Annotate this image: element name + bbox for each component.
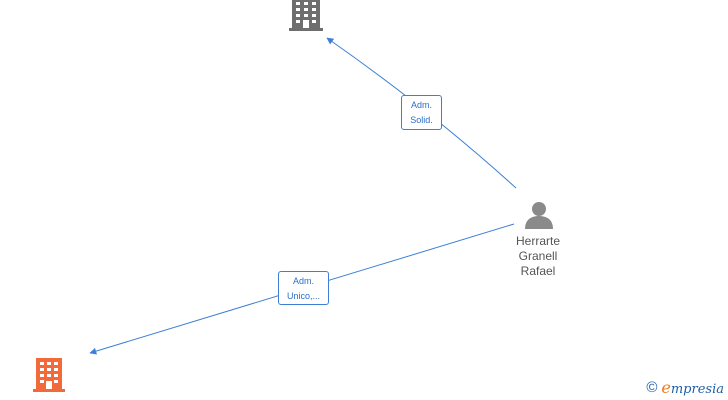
person-name[interactable]: Herrarte Granell Rafael: [500, 234, 576, 279]
building-icon: [33, 358, 65, 392]
edge-label-line: Solid.: [410, 115, 433, 125]
edge-label-adm-solid[interactable]: Adm. Solid.: [401, 95, 442, 130]
building-icon: [289, 0, 323, 31]
edge-label-adm-unico[interactable]: Adm. Unico,...: [278, 271, 329, 305]
company-bottom-node[interactable]: [33, 358, 65, 397]
brand-watermark: © empresia: [646, 378, 724, 397]
person-name-line-2: Granell: [518, 249, 558, 263]
brand-logo-initial: e: [661, 378, 671, 397]
edge-label-line: Adm.: [410, 100, 432, 110]
person-icon: [525, 202, 553, 229]
person-name-line-1: Herrarte: [515, 234, 560, 248]
edge-label-line: Adm.: [292, 276, 314, 286]
person-name-line-3: Rafael: [520, 264, 556, 278]
edge-label-line: Unico,...: [286, 291, 320, 301]
company-bottom-name-cut: [28, 395, 72, 400]
brand-logo-rest: mpresia: [670, 382, 724, 397]
copyright-symbol: ©: [646, 379, 658, 396]
company-top-node[interactable]: [289, 0, 323, 37]
brand-logo: empresia: [661, 378, 724, 397]
person-node[interactable]: [524, 200, 554, 235]
